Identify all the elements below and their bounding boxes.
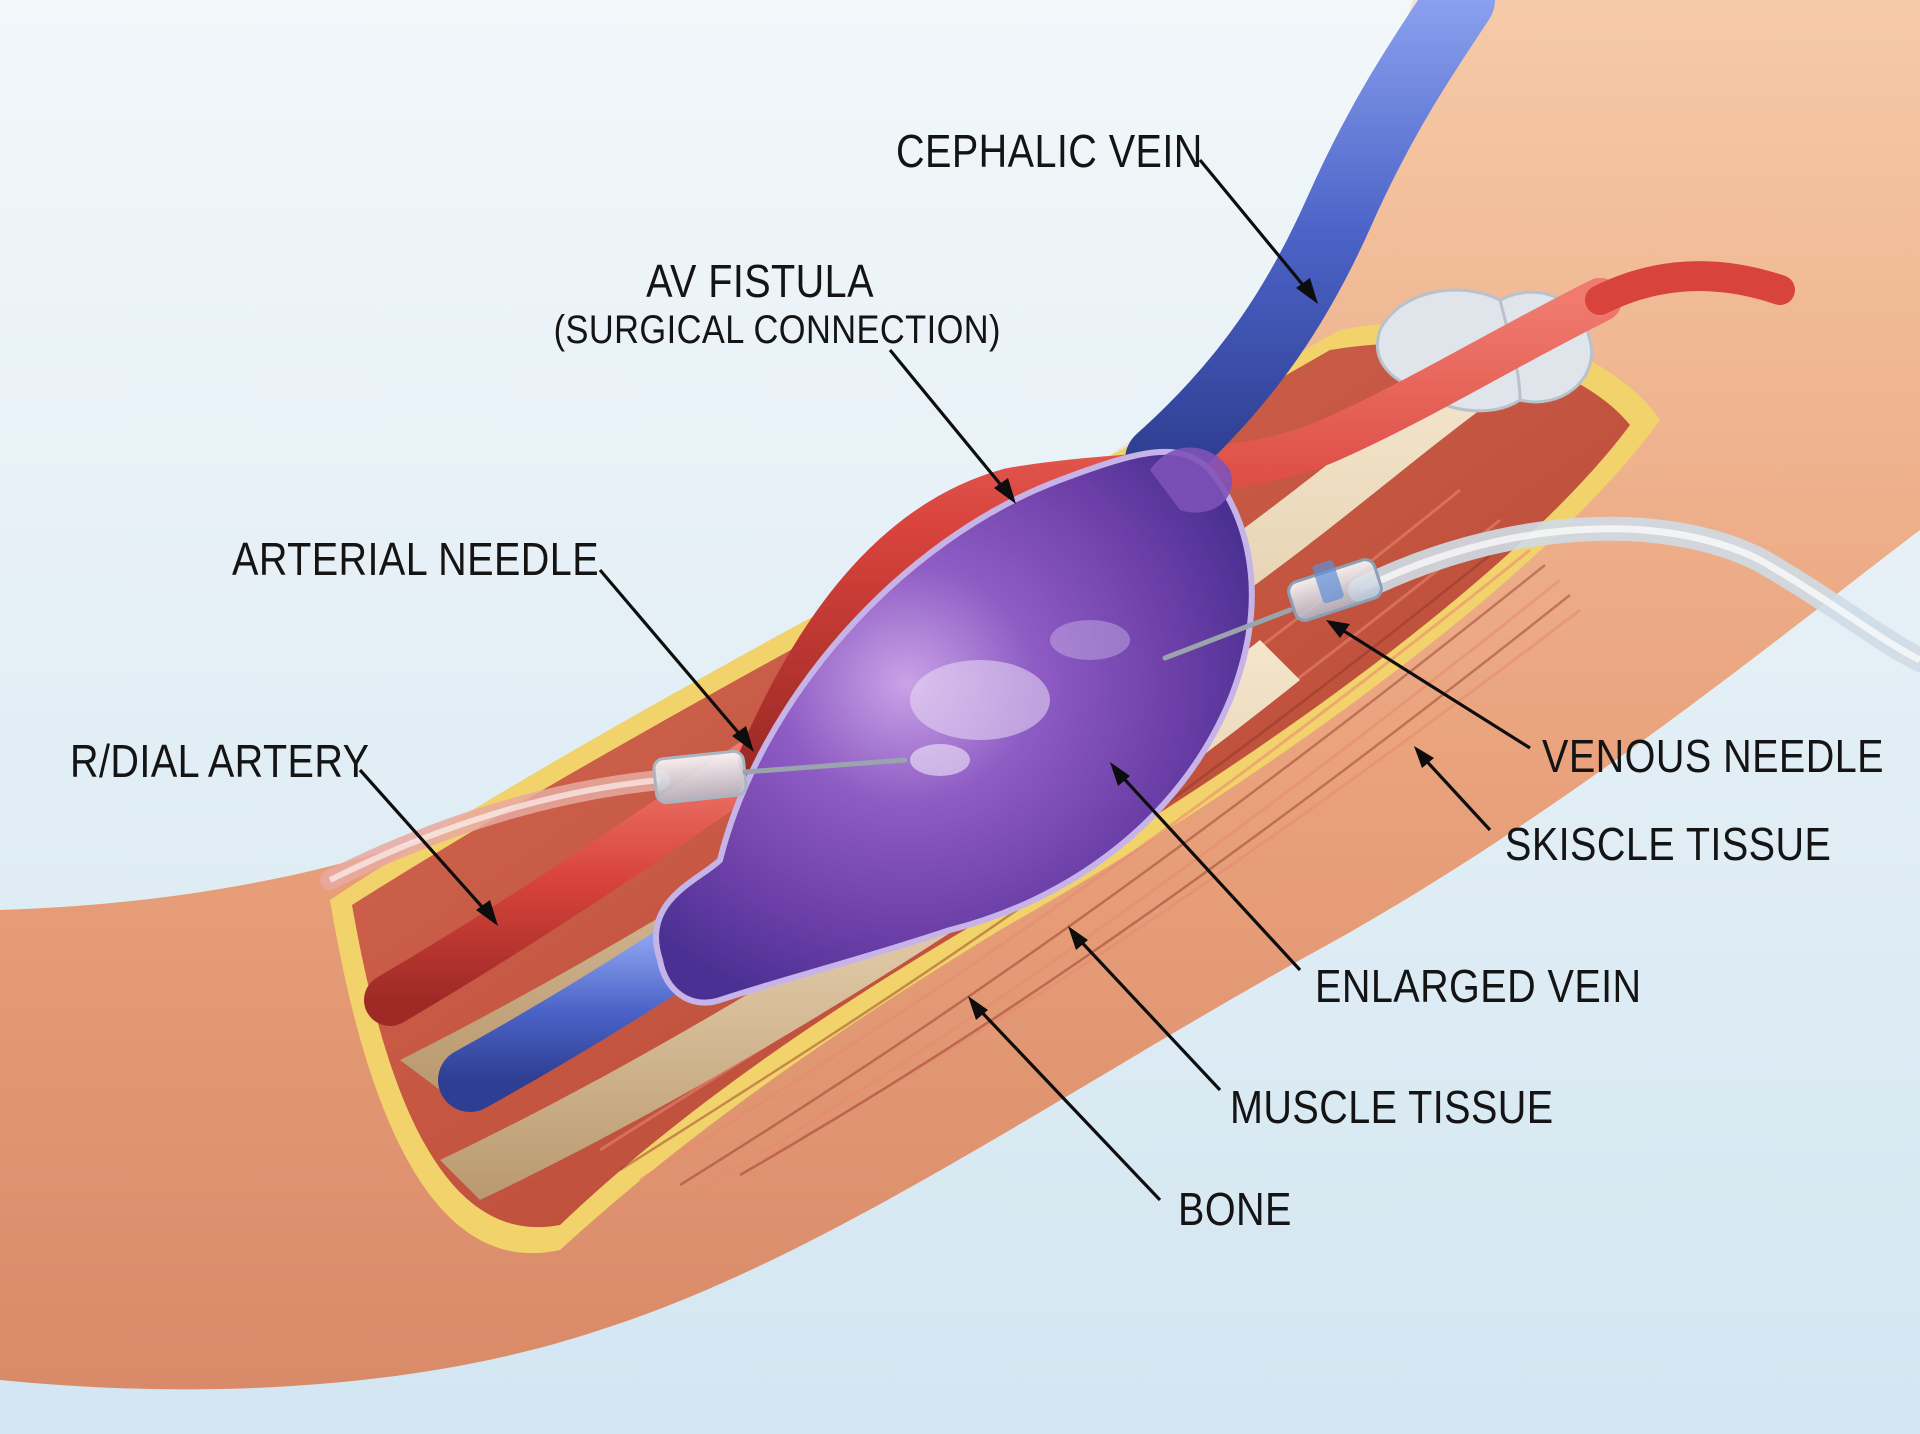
label-av-fistula-subtitle: (SURGICAL CONNECTION) [553,308,1001,352]
label-cephalic-vein: CEPHALIC VEIN [896,125,1203,177]
label-skiscle-tissue: SKISCLE TISSUE [1505,818,1832,870]
label-enlarged-vein: ENLARGED VEIN [1315,960,1642,1012]
label-av-fistula: AV FISTULA (SURGICAL CONNECTION) [553,255,1001,352]
label-venous-needle: VENOUS NEEDLE [1542,730,1884,782]
cephalic-vein [1125,0,1495,495]
callout-lines [358,158,1531,1202]
label-arterial-needle: ARTERIAL NEEDLE [232,533,600,585]
label-muscle-tissue: MUSCLE TISSUE [1230,1081,1554,1133]
venous-needle-shaft [1162,607,1293,661]
label-radial-artery: R/DIAL ARTERY [70,735,370,787]
arterial-needle-shaft [742,757,908,775]
label-bone: BONE [1178,1183,1292,1235]
label-av-fistula-title: AV FISTULA [646,255,874,307]
arterial-needle-hub [652,749,748,805]
